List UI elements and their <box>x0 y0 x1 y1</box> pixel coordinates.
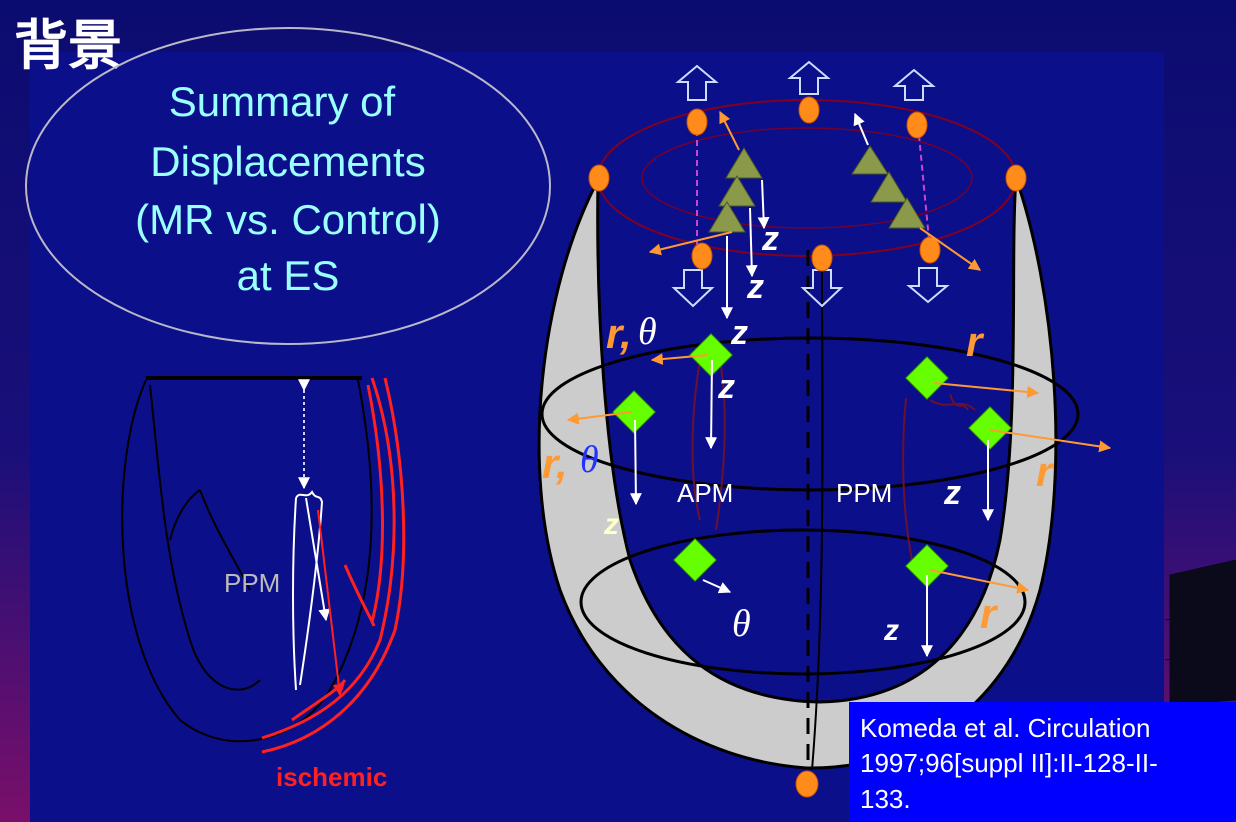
arrow-leaflet-z1 <box>757 179 770 230</box>
arrow-leaflet-r-left <box>648 231 733 256</box>
label-r-apm-tip: r, <box>606 310 632 357</box>
summary-ellipse <box>25 27 551 345</box>
chord-line-right <box>917 124 931 251</box>
arrow-apm-apex-theta <box>702 579 732 594</box>
ppm-base-marker <box>968 406 1012 450</box>
ppm-muscle-normal <box>292 490 324 691</box>
citation-line-3: 133. <box>860 784 911 814</box>
arrow-ppm-base-r <box>989 429 1112 453</box>
ppm-tip-marker <box>905 356 949 400</box>
arrow-leaflet-r-right <box>919 227 981 271</box>
apm-base-marker <box>612 390 656 434</box>
ischemic-label: ischemic <box>276 762 387 792</box>
label-theta-apm-tip: θ <box>638 311 657 353</box>
label-theta-apm-apex: θ <box>732 603 751 645</box>
arrow-apm-tip-r <box>650 353 709 366</box>
marker-apex <box>795 770 819 798</box>
marker-annulus-far-right <box>1005 164 1027 192</box>
lv-ppm-label: PPM <box>224 568 280 598</box>
up-arrow-right-icon <box>892 68 936 101</box>
slide-title: 背景 <box>14 14 122 77</box>
leaflet-marker-a3 <box>708 201 746 233</box>
lv-sketch: PPM ischemic <box>121 376 406 792</box>
marker-annulus-front <box>811 244 833 272</box>
leaflet-marker-p1 <box>851 145 889 175</box>
marker-annulus-right <box>906 111 928 139</box>
ischemic-inner-wall <box>291 384 385 722</box>
down-arrow-left-icon <box>671 269 715 308</box>
long-axis-curve <box>811 269 824 771</box>
citation-line-2: 1997;96[suppl II]:II-128-II- <box>860 748 1158 778</box>
arrow-leaflet-up-left <box>719 110 740 151</box>
citation-box <box>849 702 1236 822</box>
myocardial-wall <box>537 177 1058 770</box>
apm-tip-marker <box>689 333 733 377</box>
label-r-apm-base: r, <box>542 440 568 487</box>
label-theta-apm-base: θ <box>580 439 599 481</box>
summary-line-1: Summary of <box>169 78 396 125</box>
ischemic-outer-wall <box>261 377 396 740</box>
leaflet-marker-a2 <box>718 175 756 207</box>
summary-line-2: Displacements <box>150 138 425 185</box>
marker-annulus-top <box>798 96 820 124</box>
leaflet-marker-a1 <box>725 147 763 179</box>
lv-papillary-outline <box>169 489 251 591</box>
arrow-ppm-apex-r <box>929 569 1030 594</box>
apm-outline <box>691 359 726 531</box>
citation-line-1: Komeda et al. Circulation <box>860 713 1150 743</box>
ppm-displacement-arrow-normal <box>305 497 331 622</box>
apm-label: APM <box>677 478 733 508</box>
summary-line-3: (MR vs. Control) <box>135 196 441 243</box>
label-z-leaflet-3: z <box>730 314 748 352</box>
leaflet-marker-p3 <box>888 197 926 229</box>
label-z-ppm-base: z <box>943 474 961 512</box>
arrow-apm-tip-z <box>705 359 718 450</box>
label-z-apm-base: z <box>603 508 619 541</box>
decorative-silhouette <box>1164 559 1236 706</box>
summary-line-4: at ES <box>237 252 340 299</box>
label-z-leaflet-1: z <box>761 220 779 258</box>
marker-annulus-left <box>686 108 708 136</box>
mitral-inner-ring <box>641 127 973 229</box>
papillary-level-plane <box>540 336 1080 492</box>
arrow-apm-base-r <box>566 411 633 425</box>
arrow-leaflet-z2 <box>745 207 758 278</box>
label-r-ppm-apex: r <box>980 590 999 637</box>
apm-apex-marker <box>673 538 717 582</box>
ppm-tip-squiggle <box>949 393 969 411</box>
marker-annulus-front-left <box>691 242 713 270</box>
down-arrow-center-icon <box>800 269 844 308</box>
apical-level-plane <box>579 528 1027 676</box>
label-z-apm-tip: z <box>717 368 735 406</box>
ppm-displacement-arrow-ischemic <box>317 509 345 697</box>
arrow-ppm-tip-r <box>933 382 1040 398</box>
lv-outer-wall <box>121 379 373 743</box>
ischemic-outer-curve <box>261 377 406 754</box>
up-arrow-center-icon <box>787 60 831 95</box>
leaflet-marker-p2 <box>870 171 908 203</box>
lv-inner-wall <box>149 384 261 691</box>
marker-annulus-front-right <box>919 236 941 264</box>
arrow-leaflet-up <box>853 112 869 146</box>
down-arrow-right-icon <box>906 267 950 304</box>
up-arrow-left-icon <box>675 64 719 101</box>
ppm-label: PPM <box>836 478 892 508</box>
label-r-ppm-base: r <box>1036 448 1055 495</box>
label-z-ppm-apex: z <box>883 614 899 647</box>
marker-annulus-far-left <box>588 164 610 192</box>
ppm-apex-marker <box>905 544 949 588</box>
heart-model: APM PPM z z z z z z z r, r, r r r θ θ θ <box>537 60 1112 798</box>
arrow-apm-base-z <box>629 419 642 506</box>
label-r-ppm-tip: r <box>966 318 985 365</box>
label-z-leaflet-2: z <box>746 268 764 306</box>
